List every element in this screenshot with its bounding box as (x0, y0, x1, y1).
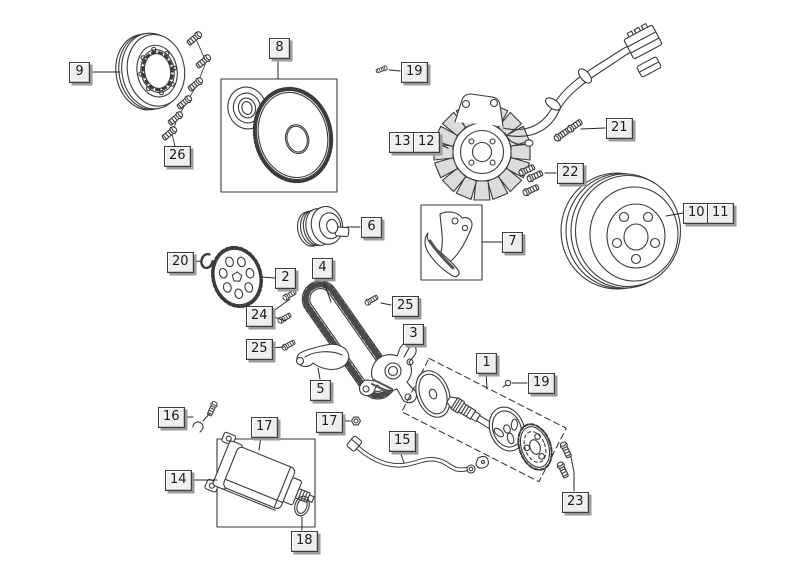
bolts-part-21 (552, 117, 584, 143)
starter-motor (204, 431, 315, 511)
callout-18[interactable]: 18 (291, 531, 318, 552)
rivet-part-19b (502, 379, 512, 388)
screw-part-19a (375, 64, 389, 75)
group-box-part-7 (420, 204, 483, 281)
callout-6[interactable]: 6 (361, 217, 382, 238)
rotor-drum-part-10-11 (560, 172, 682, 290)
pin-part-25-left (280, 338, 297, 352)
callout-5[interactable]: 5 (310, 380, 331, 401)
stator-bracket (454, 93, 504, 127)
washer-disc (415, 370, 451, 418)
callout-11[interactable]: 11 (707, 203, 734, 224)
callout-21[interactable]: 21 (606, 118, 633, 139)
callout-25b[interactable]: 25 (392, 296, 419, 317)
callout-4[interactable]: 4 (312, 258, 333, 279)
callout-9[interactable]: 9 (69, 62, 90, 83)
starter-cable-part-15 (346, 435, 489, 474)
clutch-pulley-part-6 (296, 205, 350, 247)
callout-19a[interactable]: 19 (401, 62, 428, 83)
callout-25a[interactable]: 25 (246, 339, 273, 360)
sprocket-part-2 (210, 245, 264, 309)
callout-23[interactable]: 23 (562, 492, 589, 513)
bolts-part-23 (555, 440, 575, 480)
group-box-part-8 (220, 78, 338, 193)
leader-lines (90, 56, 684, 531)
callout-1[interactable]: 1 (476, 353, 497, 374)
callout-22[interactable]: 22 (557, 163, 584, 184)
harness-connector (623, 23, 663, 60)
callout-2[interactable]: 2 (275, 268, 296, 289)
bolt-and-clamp-part-16 (192, 400, 219, 433)
callout-13[interactable]: 13 (389, 132, 416, 153)
flywheel-part-9 (115, 32, 186, 111)
nut-part-17b (350, 416, 362, 426)
callout-7[interactable]: 7 (502, 232, 523, 253)
callout-14[interactable]: 14 (165, 470, 192, 491)
callout-19b[interactable]: 19 (528, 373, 555, 394)
clutch-drum (488, 406, 526, 452)
one-way-clutch-plate (517, 423, 553, 471)
callout-26[interactable]: 26 (164, 146, 191, 167)
group-box-part-14 (204, 431, 316, 528)
callout-8[interactable]: 8 (269, 38, 290, 59)
callout-20[interactable]: 20 (167, 252, 194, 273)
wiring-harness (502, 23, 663, 147)
assembly-box-part-1 (401, 357, 567, 483)
callout-15[interactable]: 15 (389, 431, 416, 452)
tensioner-part-5 (295, 343, 350, 371)
bracket-part-3 (359, 342, 417, 404)
circlip-part-20 (200, 252, 214, 270)
callout-16[interactable]: 16 (158, 407, 185, 428)
callout-12[interactable]: 12 (413, 132, 440, 153)
o-ring-part-18 (294, 495, 310, 517)
stator-part-12-13 (433, 103, 531, 201)
callout-17a[interactable]: 17 (251, 417, 278, 438)
callout-10[interactable]: 10 (683, 203, 710, 224)
callout-3[interactable]: 3 (403, 324, 424, 345)
callout-17b[interactable]: 17 (316, 412, 343, 433)
idle-gear (252, 86, 334, 184)
bolt-set-part-26 (160, 29, 213, 147)
pin-part-25-right (363, 293, 380, 307)
callout-24[interactable]: 24 (246, 306, 273, 327)
